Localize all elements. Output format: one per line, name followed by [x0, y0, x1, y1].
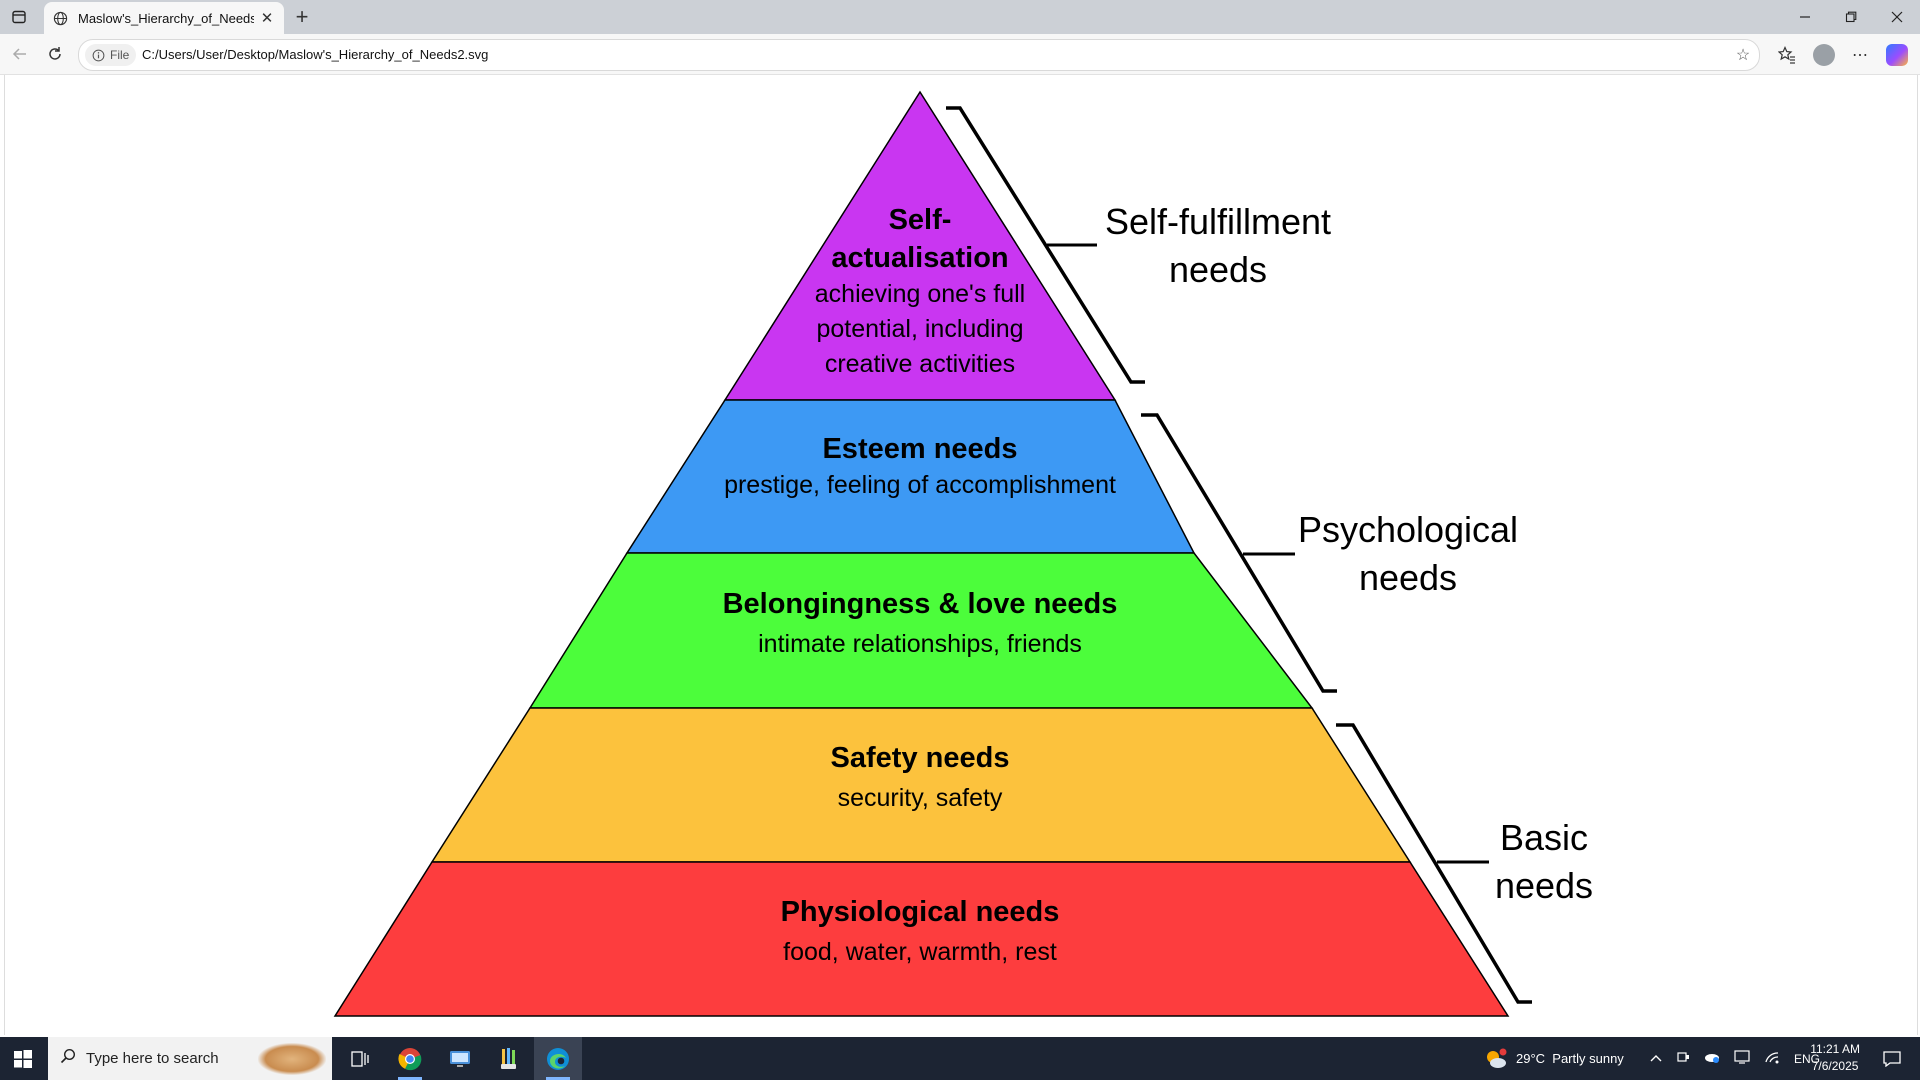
- maslow-pyramid: [333, 90, 1532, 1017]
- label-self-actualisation: Self- actualisation achieving one's full…: [770, 201, 1070, 382]
- favorite-star-icon[interactable]: ☆: [1735, 47, 1751, 64]
- taskbar-clock[interactable]: 11:21 AM 7/6/2025: [1810, 1041, 1860, 1075]
- address-bar[interactable]: File C:/Users/User/Desktop/Maslow's_Hier…: [78, 39, 1760, 71]
- paint-app-icon[interactable]: [484, 1037, 532, 1080]
- weather-icon: [1487, 1048, 1507, 1068]
- site-info-button[interactable]: File: [85, 44, 137, 66]
- display-icon[interactable]: [1734, 1050, 1750, 1067]
- bracket-psychological: [1141, 413, 1337, 693]
- group-label-line: Basic: [1499, 817, 1589, 858]
- copilot-icon[interactable]: [1886, 44, 1908, 66]
- clock-date: 7/6/2025: [1811, 1059, 1859, 1073]
- level-description: food, water, warmth, rest: [783, 938, 1057, 966]
- remote-desktop-icon[interactable]: [436, 1037, 484, 1080]
- show-hidden-icons-icon[interactable]: [1650, 1051, 1662, 1066]
- globe-icon: [52, 10, 68, 26]
- level-title: actualisation: [831, 242, 1009, 274]
- level-title: Esteem needs: [822, 433, 1018, 465]
- url-text[interactable]: C:/Users/User/Desktop/Maslow's_Hierarchy…: [142, 47, 489, 62]
- close-window-icon[interactable]: [1874, 0, 1920, 34]
- windows-start-icon[interactable]: [0, 1037, 46, 1080]
- more-options-icon[interactable]: ⋯: [1852, 47, 1868, 64]
- language-indicator[interactable]: ENG: [1794, 1051, 1821, 1066]
- search-icon: [60, 1048, 76, 1069]
- label-esteem: Esteem needs prestige, feeling of accomp…: [670, 430, 1170, 503]
- site-info-label: File: [110, 48, 130, 62]
- bracket-self-fulfillment: [946, 106, 1145, 384]
- refresh-icon[interactable]: [43, 42, 67, 66]
- edge-icon[interactable]: [534, 1037, 582, 1080]
- group-label-line: Psychological: [1297, 509, 1519, 550]
- new-tab-icon[interactable]: +: [295, 4, 309, 29]
- profile-avatar[interactable]: [1813, 44, 1835, 66]
- minimize-icon[interactable]: [1782, 0, 1828, 34]
- weather-text: 29°C Partly sunny: [1516, 1051, 1624, 1066]
- group-label-line: needs: [1494, 865, 1594, 906]
- meet-now-icon[interactable]: [1676, 1050, 1690, 1067]
- tab-actions-icon[interactable]: [8, 6, 30, 28]
- label-physiological: Physiological needs food, water, warmth,…: [670, 893, 1170, 970]
- bracket-basic: [1336, 723, 1532, 1004]
- group-label-line: needs: [1168, 249, 1268, 290]
- task-view-icon[interactable]: [336, 1037, 384, 1080]
- close-tab-icon[interactable]: ✕: [260, 10, 274, 27]
- system-tray: ENG: [1650, 1037, 1820, 1080]
- label-safety: Safety needs security, safety: [670, 739, 1170, 816]
- search-highlight-image: [258, 1043, 326, 1075]
- page-content: Self- actualisation achieving one's full…: [4, 75, 1918, 1035]
- level-title: Belongingness & love needs: [722, 588, 1118, 620]
- level-description: security, safety: [837, 784, 1003, 812]
- level-title: Self-: [888, 204, 952, 236]
- group-label-psychological: Psychological needs: [1268, 506, 1548, 602]
- taskbar: Type here to search 29°C Partly sunny: [0, 1037, 1920, 1080]
- tab-title: Maslow's_Hierarchy_of_Needs2.svg: [78, 10, 254, 26]
- level-physiological: [333, 861, 1510, 1017]
- level-description: prestige, feeling of accomplishment: [724, 471, 1116, 499]
- clock-time: 11:21 AM: [1810, 1042, 1860, 1056]
- chrome-icon[interactable]: [386, 1037, 434, 1080]
- level-title: Safety needs: [830, 742, 1010, 774]
- taskbar-search-box[interactable]: Type here to search: [48, 1037, 332, 1080]
- back-icon[interactable]: [8, 42, 32, 66]
- level-description: creative activities: [824, 350, 1016, 378]
- group-label-line: needs: [1358, 557, 1458, 598]
- group-label-line: Self-fulfillment: [1104, 201, 1332, 242]
- running-indicator: [546, 1077, 570, 1080]
- restore-icon[interactable]: [1828, 0, 1874, 34]
- group-label-self-fulfillment: Self-fulfillment needs: [1068, 198, 1368, 294]
- browser-toolbar: File C:/Users/User/Desktop/Maslow's_Hier…: [0, 34, 1920, 75]
- notifications-icon[interactable]: [1872, 1037, 1912, 1080]
- group-label-basic: Basic needs: [1464, 814, 1624, 910]
- weather-widget[interactable]: 29°C Partly sunny: [1484, 1037, 1624, 1080]
- running-indicator: [398, 1077, 422, 1080]
- info-icon: [92, 49, 105, 61]
- onedrive-icon[interactable]: [1704, 1051, 1720, 1066]
- level-description: achieving one's full: [814, 280, 1026, 308]
- search-placeholder: Type here to search: [86, 1050, 219, 1067]
- tab-strip: Maslow's_Hierarchy_of_Needs2.svg ✕ +: [0, 0, 1920, 34]
- level-description: potential, including: [816, 315, 1024, 343]
- level-title: Physiological needs: [780, 896, 1060, 928]
- label-belongingness: Belongingness & love needs intimate rela…: [620, 585, 1220, 662]
- level-description: intimate relationships, friends: [758, 630, 1082, 658]
- active-tab[interactable]: Maslow's_Hierarchy_of_Needs2.svg ✕: [44, 2, 284, 34]
- wifi-icon[interactable]: [1764, 1050, 1780, 1067]
- favorites-icon[interactable]: [1774, 42, 1800, 68]
